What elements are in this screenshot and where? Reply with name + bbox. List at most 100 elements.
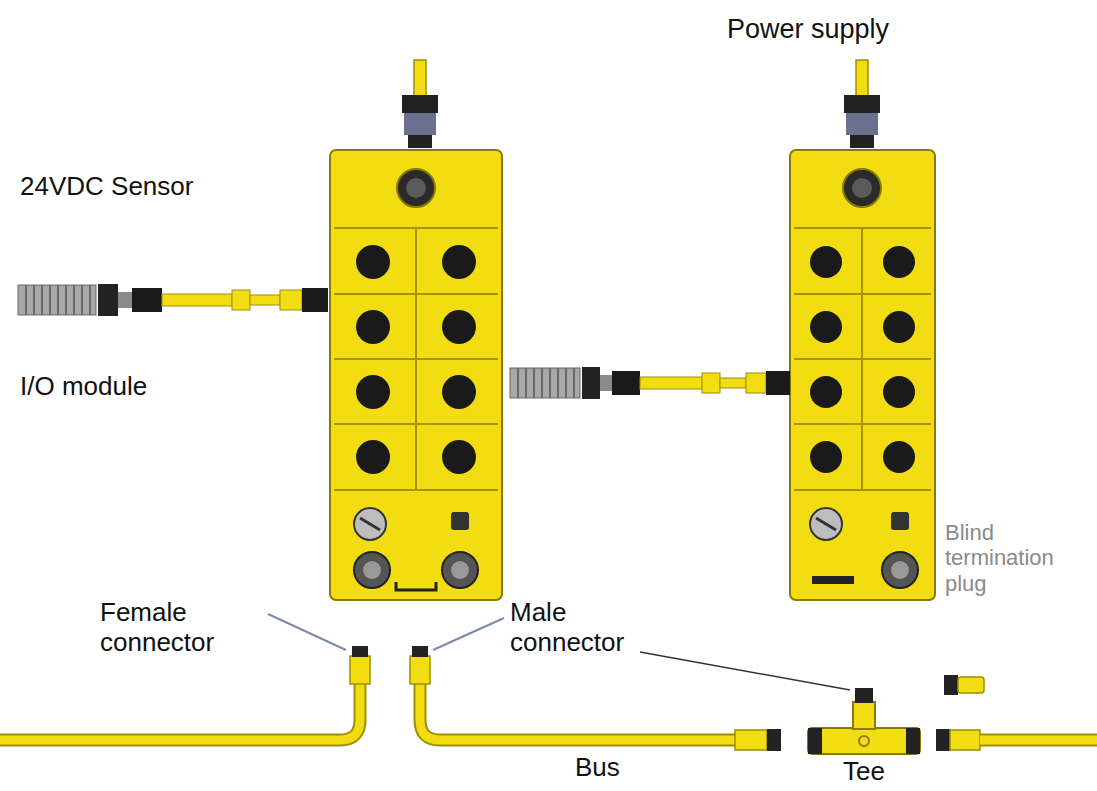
power-supply-label: Power supply	[727, 14, 889, 45]
tee-end	[808, 728, 822, 754]
cable-connector	[735, 730, 767, 750]
tee-mark	[859, 736, 869, 746]
io-port	[356, 310, 390, 344]
status-led	[891, 512, 909, 530]
tee-body	[808, 728, 920, 754]
io-port	[883, 311, 915, 343]
connector-label: Female connector	[100, 598, 262, 658]
sensor-neck	[118, 292, 132, 308]
tee-end	[906, 728, 920, 754]
plug-body	[746, 373, 766, 393]
plug-label: Blind termination plug	[945, 520, 1085, 596]
leader-line	[640, 652, 850, 690]
screw-slot	[360, 518, 380, 530]
io-port	[810, 376, 842, 408]
cable-connector-nut	[767, 729, 781, 751]
io-port	[356, 375, 390, 409]
bus-cable-outline	[420, 684, 736, 740]
cable-connector	[702, 373, 720, 393]
connector-nut	[850, 135, 874, 148]
io-port	[356, 245, 390, 279]
sensor-nut	[582, 367, 600, 399]
io-port	[442, 440, 476, 474]
sensor-thread	[26, 285, 90, 315]
io-port	[810, 246, 842, 278]
connector-body	[846, 113, 878, 135]
cable-connector	[232, 290, 250, 310]
io-port	[442, 375, 476, 409]
sensor-cable	[162, 294, 232, 306]
connector-label: Male connector	[510, 598, 660, 658]
bus-port	[354, 552, 390, 588]
sensor-right	[510, 367, 790, 399]
leader-line	[433, 618, 504, 650]
male-connector-head	[412, 646, 428, 657]
cable-connector	[612, 371, 640, 395]
sensor-left	[18, 284, 328, 316]
sensor-nut	[98, 284, 118, 316]
male-connector	[410, 656, 430, 684]
tee-stem	[853, 702, 875, 729]
power-cable	[856, 60, 868, 98]
power-port-pin	[406, 178, 426, 198]
power-cable	[414, 60, 426, 98]
sensor-barrel	[510, 368, 580, 398]
address-screw	[354, 508, 386, 540]
leader-line	[268, 614, 346, 650]
female-connector-head	[352, 646, 368, 657]
io-port	[883, 246, 915, 278]
io-port	[810, 441, 842, 473]
bus-port	[882, 552, 918, 588]
module-label: I/O module	[20, 372, 147, 402]
sensor-cable	[250, 295, 280, 305]
io-port	[442, 245, 476, 279]
bus-port-pin	[891, 561, 909, 579]
bus-cable-outline	[980, 734, 1097, 747]
sensor-cable	[640, 377, 702, 389]
module-body	[330, 150, 502, 600]
status-led	[451, 512, 469, 530]
sensor-thread	[518, 368, 574, 398]
power-port	[397, 169, 435, 207]
blind-plug	[958, 677, 984, 693]
plug-nut	[944, 675, 958, 695]
bus-label: Bus	[575, 753, 620, 783]
plug-body	[280, 290, 302, 310]
io-port	[883, 441, 915, 473]
bus-port	[442, 552, 478, 588]
bus-port-pin	[451, 561, 469, 579]
bus-port-pin	[363, 561, 381, 579]
divider	[861, 228, 863, 490]
bus-cable-outline	[0, 684, 360, 740]
cable-connector	[132, 288, 162, 312]
divider	[415, 228, 417, 490]
module-body	[790, 150, 935, 600]
mount-bracket	[396, 582, 436, 590]
mount-bracket	[812, 576, 854, 584]
io-module-left	[330, 60, 502, 600]
io-module-right	[790, 60, 935, 600]
plug-nut	[302, 288, 328, 312]
cable-connector	[950, 730, 980, 750]
io-port	[810, 311, 842, 343]
sensor-label: 24VDC Sensor	[20, 172, 193, 202]
female-connector	[350, 656, 370, 684]
power-port-pin	[852, 178, 872, 198]
io-port	[442, 310, 476, 344]
bus-cable	[980, 736, 1097, 745]
sensor-barrel	[18, 285, 96, 315]
cable-connector-nut	[936, 729, 950, 751]
connector-nut	[408, 135, 432, 148]
connector-nut	[844, 95, 880, 113]
bus-cable	[420, 684, 736, 740]
tee-label: Tee	[843, 757, 885, 787]
sensor-cable	[720, 378, 746, 388]
plug-nut	[766, 371, 790, 395]
connector-nut	[402, 95, 438, 113]
bus	[0, 646, 1097, 754]
bus-cable	[0, 684, 360, 740]
io-port	[883, 376, 915, 408]
address-screw	[810, 508, 842, 540]
